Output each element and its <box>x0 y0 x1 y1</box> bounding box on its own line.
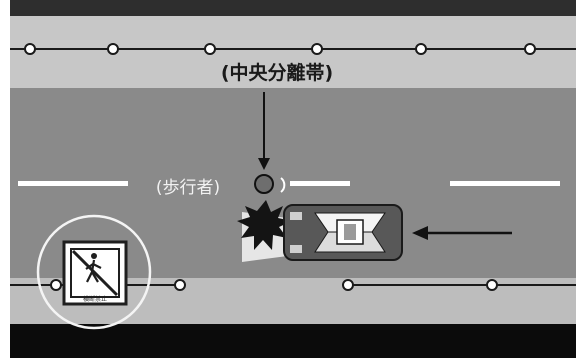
lane-dash <box>290 181 350 186</box>
no-pedestrian-crossing-sign: 横断禁止 <box>62 240 128 306</box>
lane-dash <box>18 181 128 186</box>
sidewalk-fence-posts <box>50 279 498 291</box>
fence-post <box>174 279 186 291</box>
impact-burst-icon <box>237 200 292 250</box>
fence-post <box>107 43 119 55</box>
sign-caption: 横断禁止 <box>83 295 107 303</box>
fence-post <box>342 279 354 291</box>
median-strip <box>10 16 576 88</box>
fence-post <box>524 43 536 55</box>
vehicle-headlight <box>290 245 302 253</box>
top-edge <box>10 0 576 16</box>
vehicle-roof-panel <box>344 224 356 240</box>
fence-post <box>311 43 323 55</box>
pedestrian-motion-mark <box>280 177 286 193</box>
lane-markings <box>18 181 560 186</box>
fence-post <box>204 43 216 55</box>
left-margin <box>0 0 10 358</box>
vehicle <box>283 204 403 261</box>
pedestrian-path-arrow-head <box>258 158 270 170</box>
sign-highlight-circle <box>36 214 152 330</box>
pedestrian-label: (歩行者) <box>156 178 220 198</box>
median-strip-label: (中央分離帯) <box>221 61 333 84</box>
pedestrian-marker <box>254 174 274 194</box>
vehicle-headlight <box>290 212 302 220</box>
lane-dash <box>450 181 560 186</box>
sign-walker-body-icon <box>85 259 102 283</box>
fence-post <box>415 43 427 55</box>
fence-post <box>50 279 62 291</box>
fence-post <box>24 43 36 55</box>
sign-walker-head-icon <box>91 253 97 259</box>
median-fence-posts <box>24 43 536 55</box>
bottom-edge <box>10 324 576 358</box>
sign-prohibition-slash <box>71 249 119 297</box>
fence-post <box>486 279 498 291</box>
vehicle-direction-arrow-head <box>412 226 428 240</box>
